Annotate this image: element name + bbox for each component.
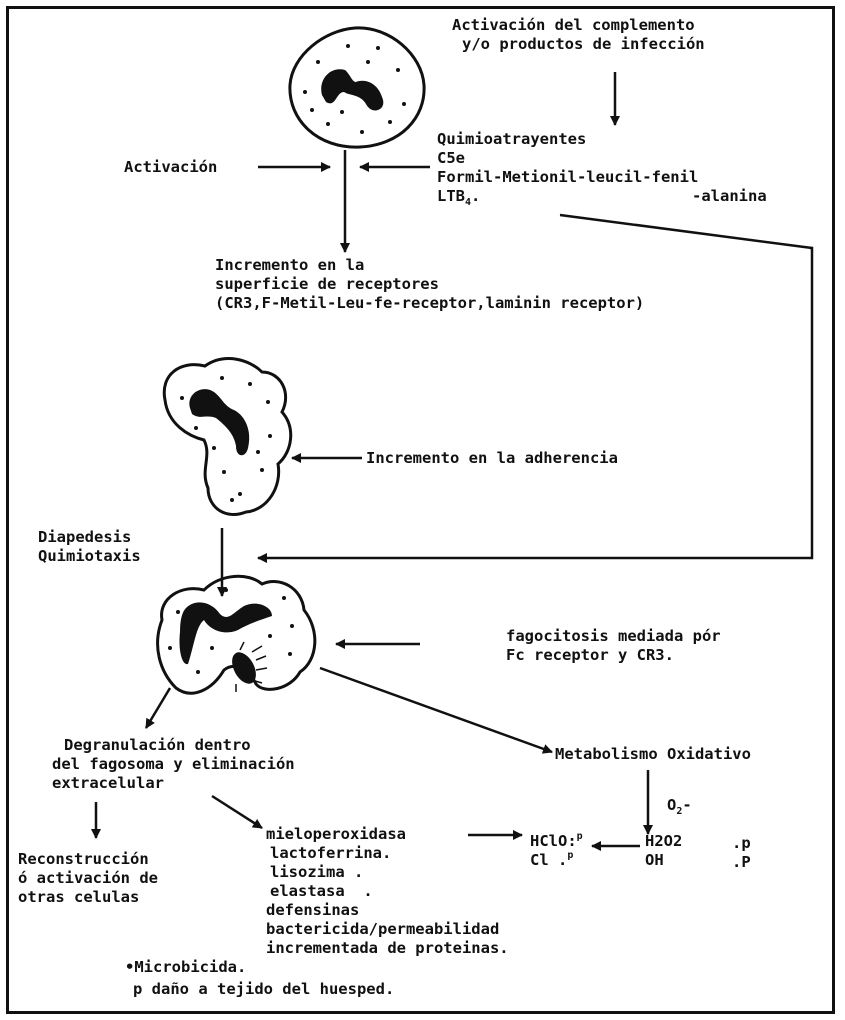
granule-item: bactericida/permeabilidad — [266, 920, 500, 938]
label-chemo-alanina: -alanina — [692, 187, 767, 205]
granule-item: incrementada de proteinas. — [266, 939, 509, 957]
neutrophil-adherent-icon — [162, 357, 293, 516]
legend-dano: p daño a tejido del huesped. — [133, 980, 395, 998]
diagram-border — [6, 6, 835, 1014]
granule-item: lactoferrina. — [270, 844, 392, 862]
arrow-cell-to-degranulation — [144, 687, 172, 729]
arrow-degranulation-to-granules — [211, 794, 263, 830]
label-reconstruction-1: Reconstrucción — [18, 850, 149, 868]
label-complement-1: Activación del complemento — [452, 16, 695, 34]
label-chemo-title: Quimioatrayentes — [437, 130, 587, 148]
granule-item: elastasa . — [270, 882, 373, 900]
label-h2o2-mark: .p — [732, 834, 751, 852]
legend-microbicida: •Microbicida. — [125, 958, 247, 976]
label-receptors-1: Incremento en la — [215, 256, 365, 274]
granule-item: defensinas — [266, 901, 360, 919]
label-reconstruction-3: otras celulas — [18, 888, 140, 906]
label-phagocytosis-2: Fc receptor y CR3. — [506, 646, 674, 664]
label-degranulation-3: extracelular — [52, 774, 164, 792]
label-quimiotaxis: Quimiotaxis — [38, 547, 141, 565]
label-cl: Cl .p — [530, 850, 574, 869]
label-oxidative: Metabolismo Oxidativo — [555, 745, 751, 763]
label-reconstruction-2: ó activación de — [18, 869, 158, 887]
label-chemo-ltb: LTB4. — [437, 187, 481, 208]
label-h2o2: H2O2 — [645, 832, 683, 850]
label-chemo-c5e: C5e — [437, 149, 465, 167]
label-hclo: HClO:p — [530, 831, 583, 850]
granule-item: mieloperoxidasa — [266, 825, 406, 843]
label-receptors-3: (CR3,F-Metil-Leu-fe-receptor,laminin rec… — [215, 294, 645, 312]
label-o2: O2- — [667, 796, 692, 817]
label-phagocytosis-1: fagocitosis mediada pór — [506, 627, 721, 645]
label-oh: OH — [645, 851, 664, 869]
label-chemo-fmlp: Formil-Metionil-leucil-fenil — [437, 168, 699, 186]
label-degranulation-2: del fagosoma y eliminación — [52, 755, 295, 773]
arrow-cell-to-oxidative — [319, 666, 553, 754]
label-oh-mark: .P — [732, 853, 751, 871]
neutrophil-resting-icon — [288, 26, 426, 149]
label-receptors-2: superficie de receptores — [215, 275, 439, 293]
label-activacion: Activación — [124, 158, 218, 176]
label-adherence: Incremento en la adherencia — [366, 449, 618, 467]
label-complement-2: y/o productos de infección — [462, 35, 705, 53]
label-diapedesis: Diapedesis — [38, 528, 132, 546]
granule-item: lisozima . — [270, 863, 364, 881]
neutrophil-phagocytic-icon — [156, 574, 317, 695]
connector-chemo-start — [559, 213, 813, 250]
label-degranulation-1: Degranulación dentro — [64, 736, 251, 754]
